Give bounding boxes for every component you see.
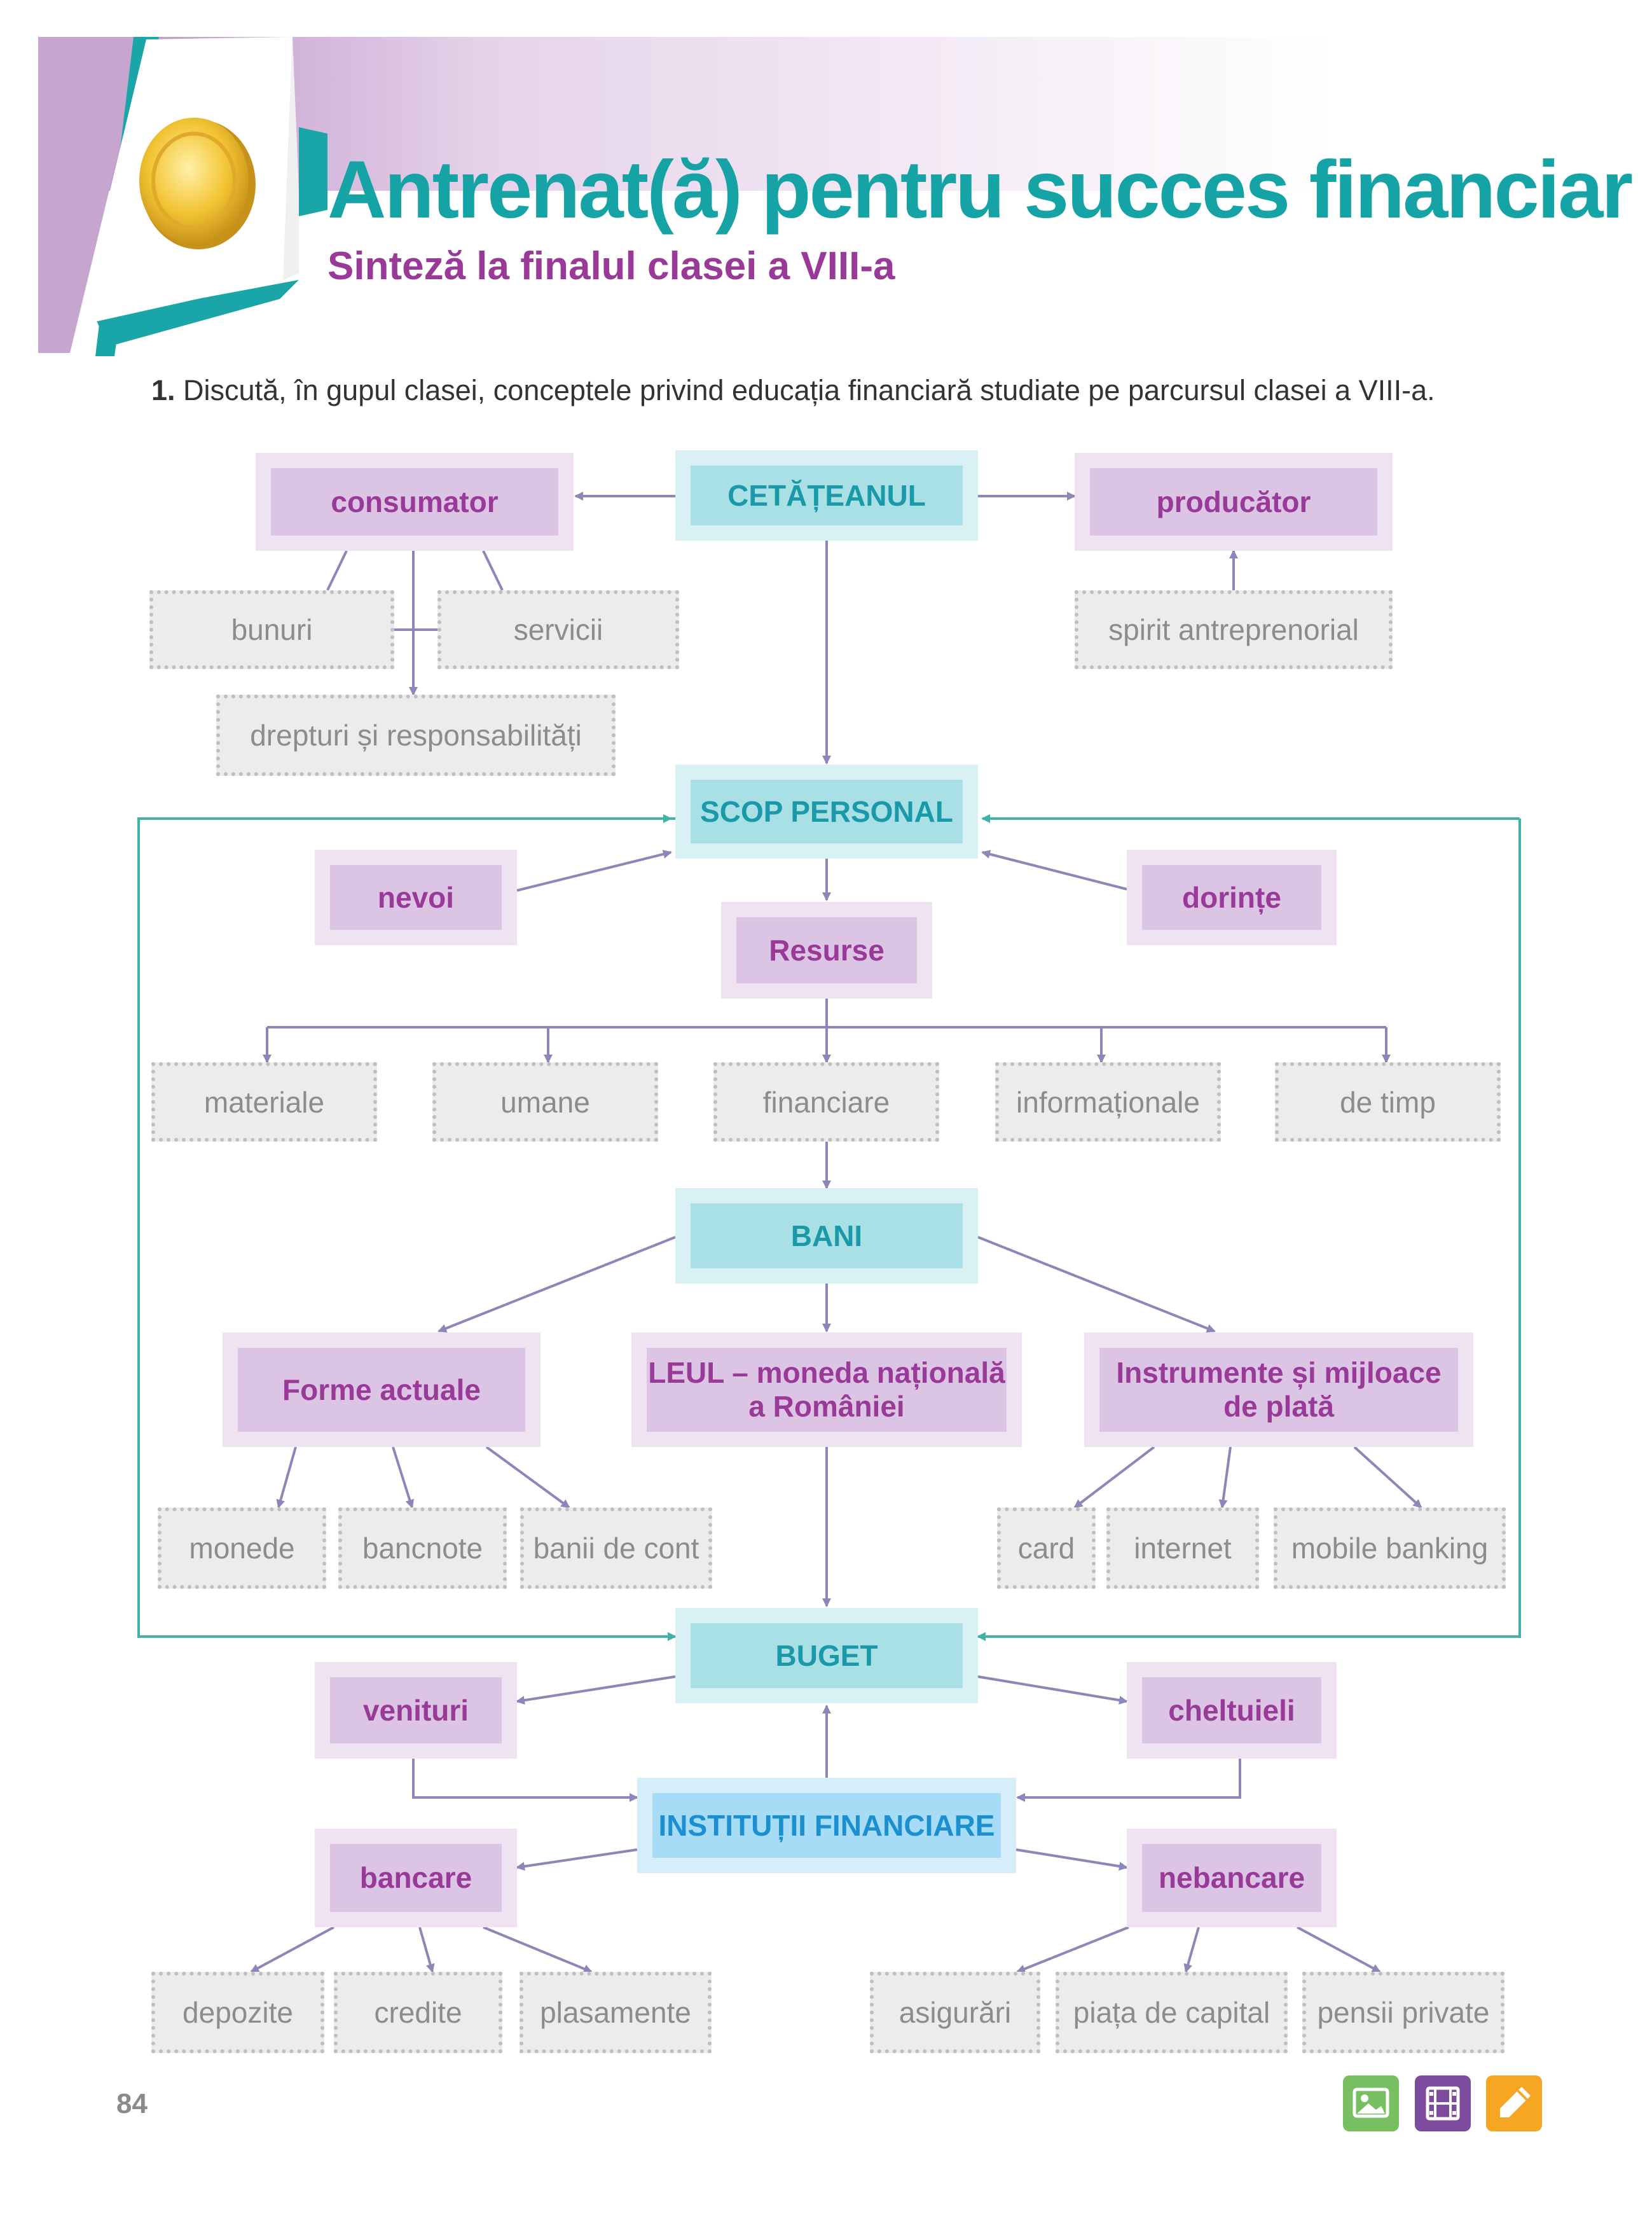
header-decoration [38,37,1335,356]
node-drepturi-label: drepturi și responsabilități [250,719,582,752]
node-financiare: financiare [713,1062,939,1142]
node-informationale: informaționale [995,1062,1221,1142]
node-institutii-financiare: INSTITUȚII FINANCIARE [637,1778,1016,1873]
node-scop-label: SCOP PERSONAL [691,780,963,843]
node-piata-de-capital: piața de capital [1056,1972,1288,2053]
node-plasamente-label: plasamente [540,1996,691,2029]
node-umane: umane [432,1062,658,1142]
node-cetateanul-label: CETĂȚEANUL [691,466,963,525]
node-pensii-label: pensii private [1317,1996,1490,2029]
node-detimp-label: de timp [1340,1085,1436,1119]
node-cetateanul: CETĂȚEANUL [675,450,978,541]
node-mobile-label: mobile banking [1291,1532,1489,1565]
node-depozite: depozite [151,1972,324,2053]
node-umane-label: umane [500,1085,590,1119]
node-de-timp: de timp [1275,1062,1501,1142]
node-bunuri: bunuri [149,590,394,669]
node-credite: credite [334,1972,502,2053]
node-credite-label: credite [374,1996,462,2029]
node-instrumente-line2: de plată [1223,1390,1334,1423]
node-financiare-label: financiare [762,1085,890,1119]
image-icon[interactable] [1343,2075,1399,2131]
node-institutii-label: INSTITUȚII FINANCIARE [652,1793,1001,1858]
node-servicii-label: servicii [513,613,603,646]
node-internet: internet [1106,1507,1259,1589]
node-pensii-private: pensii private [1302,1972,1504,2053]
page-subtitle: Sinteză la finalul clasei a VIII-a [327,244,895,288]
node-nevoi-label: nevoi [330,865,502,930]
node-plasamente: plasamente [520,1972,712,2053]
node-venituri: venituri [315,1662,517,1759]
node-bunuri-label: bunuri [231,613,313,646]
node-bancare-label: bancare [330,1844,502,1912]
node-cheltuieli-label: cheltuieli [1142,1677,1321,1743]
node-venituri-label: venituri [330,1677,502,1743]
node-monede: monede [158,1507,326,1589]
node-materiale: materiale [151,1062,377,1142]
node-consumator-label: consumator [271,468,558,536]
instruction-number: 1. [151,374,176,406]
instruction-text: Discută, în gupul clasei, conceptele pri… [183,374,1435,406]
node-bancare: bancare [315,1829,517,1927]
node-instrumente-line1: Instrumente și mijloace [1116,1356,1442,1390]
node-spirit-label: spirit antreprenorial [1108,613,1359,646]
node-resurse: Resurse [721,902,932,999]
node-nebancare: nebancare [1127,1829,1337,1927]
node-servicii: servicii [437,590,679,669]
coin-icon [139,118,256,249]
node-scop-personal: SCOP PERSONAL [675,765,978,859]
node-nevoi: nevoi [315,850,517,945]
node-asigurari-label: asigurări [898,1996,1012,2029]
node-card-label: card [1017,1532,1075,1565]
node-informationale-label: informaționale [1016,1085,1200,1119]
node-mobile-banking: mobile banking [1274,1507,1506,1589]
node-monede-label: monede [189,1532,295,1565]
node-bani-label: BANI [691,1203,963,1268]
node-depozite-label: depozite [182,1996,293,2029]
page-number: 84 [116,2088,148,2119]
instruction: 1. Discută, în gupul clasei, conceptele … [151,374,1435,407]
node-card: card [997,1507,1096,1589]
node-producator: producător [1075,453,1393,551]
node-leul-line1: LEUL – moneda națională [648,1356,1005,1390]
node-materiale-label: materiale [203,1085,325,1119]
node-forme-actuale: Forme actuale [223,1333,540,1447]
node-drepturi: drepturi și responsabilități [216,695,616,776]
film-icon[interactable] [1415,2075,1471,2131]
node-dorinte: dorințe [1127,850,1337,945]
node-leul-line2: a României [748,1390,905,1423]
node-bancnote-label: bancnote [362,1532,483,1565]
node-forme-label: Forme actuale [238,1348,525,1432]
node-bani: BANI [675,1188,978,1284]
node-nebancare-label: nebancare [1142,1844,1321,1912]
node-consumator: consumator [256,453,574,551]
node-banii-de-cont: banii de cont [520,1507,712,1589]
page-title: Antrenat(ă) pentru succes financiar [327,144,1633,235]
node-buget-label: BUGET [691,1623,963,1688]
node-piata-label: piața de capital [1073,1996,1270,2029]
pencil-icon[interactable] [1486,2075,1542,2131]
node-asigurari: asigurări [870,1972,1040,2053]
node-baniicont-label: banii de cont [533,1532,699,1565]
node-spirit-antreprenorial: spirit antreprenorial [1075,590,1393,669]
node-dorinte-label: dorințe [1142,865,1321,930]
node-buget: BUGET [675,1608,978,1703]
node-cheltuieli: cheltuieli [1127,1662,1337,1759]
node-resurse-label: Resurse [736,917,917,983]
node-internet-label: internet [1134,1532,1232,1565]
node-bancnote: bancnote [338,1507,507,1589]
node-producator-label: producător [1090,468,1377,536]
